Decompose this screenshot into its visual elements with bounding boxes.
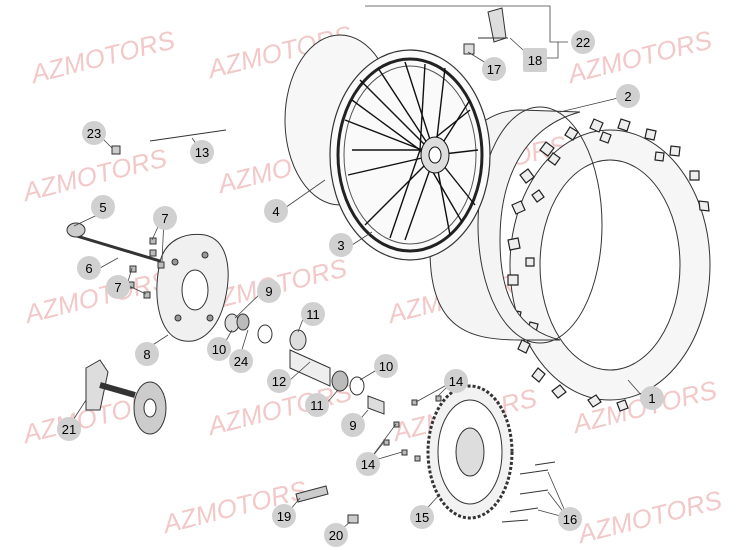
callout-19[interactable]: 19 <box>272 504 296 528</box>
callout-24[interactable]: 24 <box>229 349 253 373</box>
callout-3[interactable]: 3 <box>329 233 353 257</box>
brake-disc[interactable] <box>156 233 229 342</box>
callout-22[interactable]: 22 <box>571 30 595 54</box>
callout-9[interactable]: 9 <box>341 413 365 437</box>
rear-sprocket[interactable] <box>426 384 514 520</box>
spoke[interactable] <box>111 129 227 155</box>
disc-bolts[interactable] <box>127 237 165 299</box>
callout-13[interactable]: 13 <box>190 140 214 164</box>
rim-wheel[interactable] <box>284 34 491 261</box>
callout-23[interactable]: 23 <box>82 121 106 145</box>
callout-2[interactable]: 2 <box>616 84 640 108</box>
valve-parts[interactable] <box>463 7 508 55</box>
callout-6[interactable]: 6 <box>77 256 101 280</box>
callout-12[interactable]: 12 <box>267 369 291 393</box>
callout-21[interactable]: 21 <box>57 417 81 441</box>
callout-1[interactable]: 1 <box>640 386 664 410</box>
callout-17[interactable]: 17 <box>482 57 506 81</box>
callout-9[interactable]: 9 <box>257 279 281 303</box>
callout-5[interactable]: 5 <box>91 195 115 219</box>
chain-joint[interactable] <box>295 485 359 524</box>
sprocket-bolts[interactable] <box>383 395 556 523</box>
callout-15[interactable]: 15 <box>410 505 434 529</box>
callout-20[interactable]: 20 <box>324 523 348 547</box>
callout-10[interactable]: 10 <box>207 337 231 361</box>
tire[interactable] <box>507 118 711 412</box>
callout-11[interactable]: 11 <box>301 302 325 326</box>
callout-16[interactable]: 16 <box>558 507 582 531</box>
callout-18[interactable]: 18 <box>523 48 547 72</box>
callout-10[interactable]: 10 <box>374 354 398 378</box>
callout-14[interactable]: 14 <box>444 369 468 393</box>
callout-7[interactable]: 7 <box>153 206 177 230</box>
callout-8[interactable]: 8 <box>135 342 159 366</box>
callout-4[interactable]: 4 <box>264 199 288 223</box>
callout-7[interactable]: 7 <box>106 275 130 299</box>
rear-hub[interactable] <box>85 359 167 435</box>
callout-11[interactable]: 11 <box>305 393 329 417</box>
bearings-spacers[interactable] <box>224 313 385 415</box>
callout-14[interactable]: 14 <box>356 452 380 476</box>
